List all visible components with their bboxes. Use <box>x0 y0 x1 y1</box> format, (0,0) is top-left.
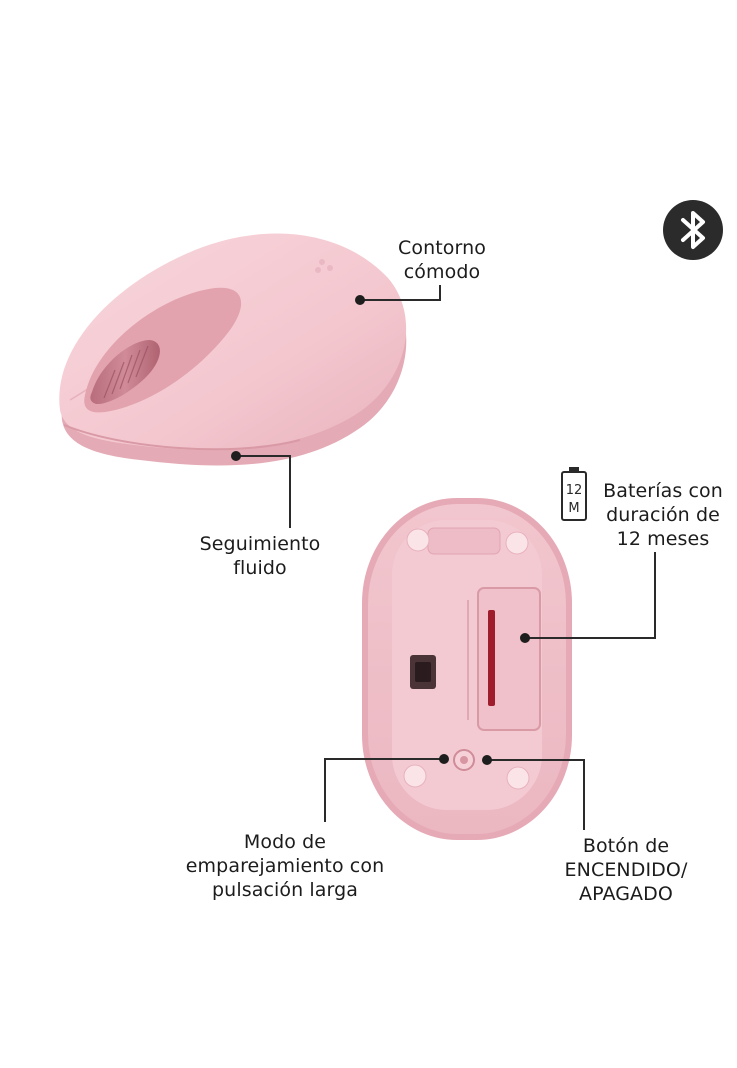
label-boton-line1: Botón de <box>582 835 670 857</box>
battery-icon-top-text: 12 <box>566 483 583 498</box>
label-contorno-line1: Contorno <box>398 237 486 259</box>
label-boton-encendido: Botón de ENCENDIDO/ APAGADO <box>550 834 702 906</box>
label-contorno-line2: cómodo <box>403 261 481 283</box>
callout-lines <box>236 285 656 830</box>
battery-icon: 12 M <box>558 466 590 522</box>
label-seguimiento-fluido: Seguimiento fluido <box>190 532 330 580</box>
label-modo-line1: Modo de <box>243 831 327 853</box>
label-modo-emparejamiento: Modo de emparejamiento con pulsación lar… <box>172 830 398 902</box>
bluetooth-icon <box>663 200 723 260</box>
callout-dots <box>231 295 530 765</box>
label-baterias-line3: 12 meses <box>616 528 710 550</box>
label-modo-line2: emparejamiento con <box>185 855 385 877</box>
battery-icon-bottom-text: M <box>568 501 579 516</box>
label-boton-line3: APAGADO <box>579 883 673 905</box>
bottom-view-mouse <box>362 498 572 840</box>
label-baterias-line1: Baterías con <box>603 480 723 502</box>
label-baterias: Baterías con duración de 12 meses <box>596 479 730 551</box>
label-baterias-line2: duración de <box>606 504 720 526</box>
top-view-mouse <box>59 233 407 466</box>
label-contorno-comodo: Contorno cómodo <box>380 236 504 284</box>
label-boton-line2: ENCENDIDO/ <box>564 859 688 881</box>
label-modo-line3: pulsación larga <box>212 879 358 901</box>
label-seguimiento-line1: Seguimiento <box>199 533 321 555</box>
label-seguimiento-line2: fluido <box>233 557 287 579</box>
